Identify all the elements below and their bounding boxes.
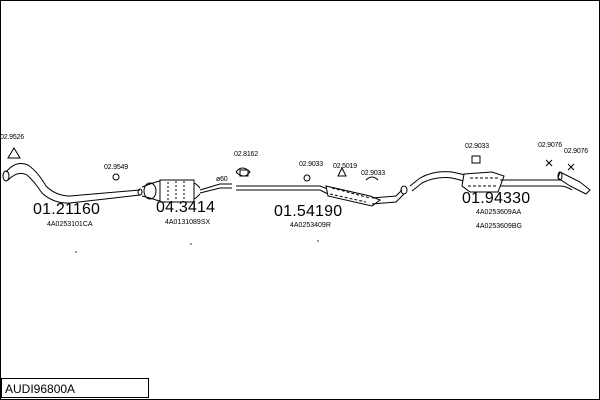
part-number-front-pipe: 01.21160 (33, 201, 101, 218)
accessory-label: 02.9076 (538, 142, 562, 149)
hanger-symbol (471, 155, 481, 164)
accessory-symbols (7, 147, 575, 182)
hanger-symbol (365, 176, 379, 181)
accessory-label: 02.9033 (299, 161, 323, 168)
hanger-symbol (303, 174, 311, 182)
oem-ref-rear-silencer: 4A0253609AA (476, 209, 522, 216)
ref-dots (75, 240, 319, 253)
accessory-label: 02.9033 (465, 143, 489, 150)
part-number-middle-silencer: 01.54190 (274, 203, 343, 220)
accessory-label: 02.9033 (361, 170, 385, 177)
accessory-label: 02.9076 (564, 148, 588, 155)
clamp-symbol (112, 173, 120, 181)
title-box: AUDI96800A (1, 378, 149, 398)
oem-ref-middle-silencer: 4A0253409R (290, 222, 331, 229)
hanger-symbol (545, 159, 553, 167)
part-number-rear-silencer: 01.94330 (462, 190, 531, 207)
pipe-diameter-label: ø60 (216, 176, 228, 183)
accessory-label: 02.8162 (234, 151, 258, 158)
middle-silencer-drawing (236, 185, 408, 207)
clamp-symbol (239, 169, 249, 177)
oem-ref-catalyst: 4A0131089SX (165, 219, 211, 226)
part-number-catalyst: 04.3414 (156, 199, 216, 216)
accessory-label: 02.9526 (0, 134, 24, 141)
hanger-symbol (337, 166, 347, 177)
diagram-title: AUDI96800A (5, 382, 76, 396)
oem-ref-front-pipe: 4A0253101CA (47, 221, 93, 228)
hanger-symbol (567, 163, 575, 171)
front-pipe-drawing (2, 163, 143, 204)
accessory-label: 02.5019 (333, 163, 357, 170)
mount-symbol (7, 147, 21, 159)
catalyst-drawing (141, 179, 232, 203)
accessory-label: 02.9549 (104, 164, 128, 171)
oem-ref-rear-silencer-alt: 4A0253609BG (476, 223, 522, 230)
rear-silencer-drawing (409, 171, 591, 195)
